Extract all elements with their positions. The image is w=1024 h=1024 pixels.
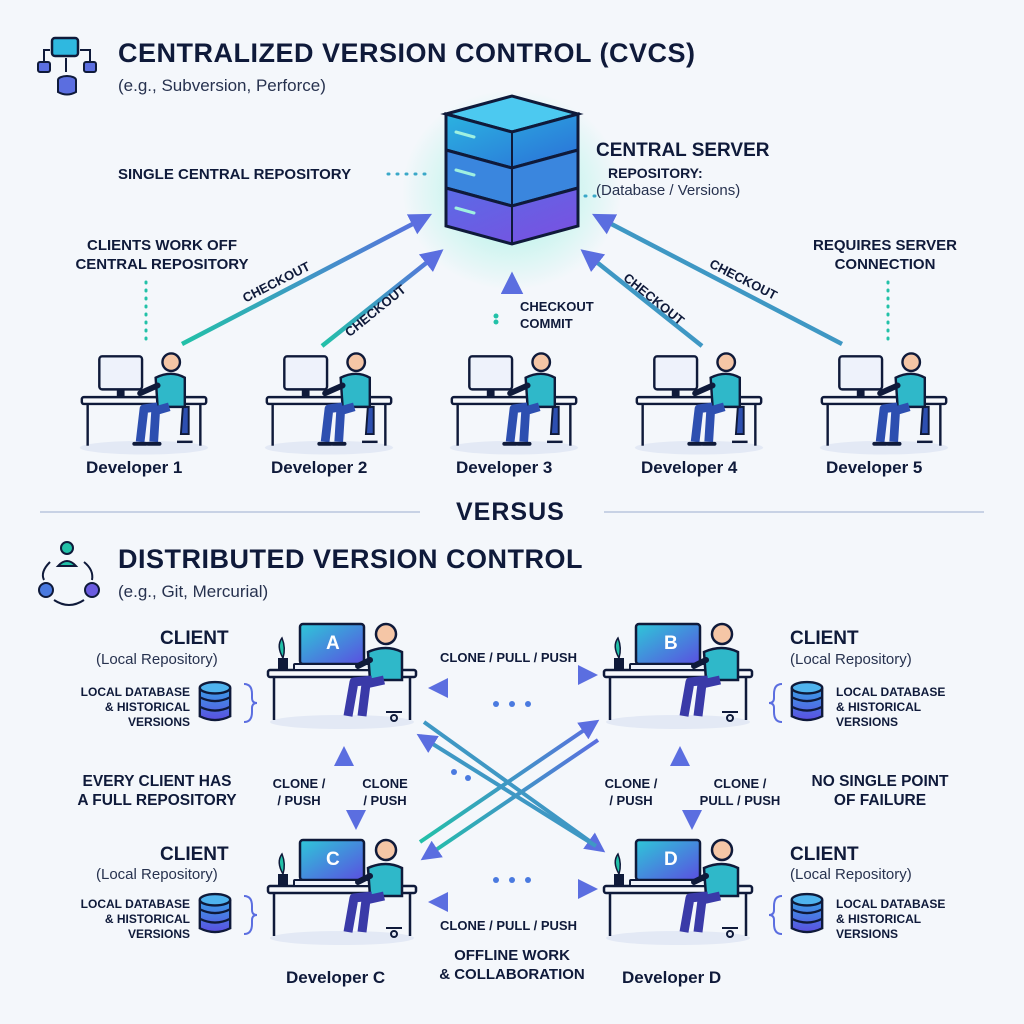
no-single-line-2: OF FAILURE	[833, 792, 927, 809]
database-icon	[198, 680, 232, 722]
push-line: / PUSH	[277, 793, 321, 808]
cvcs-subtitle: (e.g., Subversion, Perforce)	[118, 76, 326, 95]
clone-line: CLONE /	[713, 776, 767, 791]
db-line-3: VERSIONS	[836, 927, 899, 941]
client-b-subtitle: (Local Repository)	[790, 651, 912, 668]
push-line: / PUSH	[363, 793, 407, 808]
single-central-repository-label: SINGLE CENTRAL REPOSITORY	[118, 166, 352, 183]
checkout-commit-label: CHECKOUT COMMIT	[520, 298, 594, 332]
client-c-db-label: LOCAL DATABASE & HISTORICAL VERSIONS	[62, 897, 190, 942]
screen-letter-a: A	[326, 633, 340, 654]
screen-letter-c: C	[326, 849, 340, 870]
db-line-3: VERSIONS	[127, 927, 190, 941]
offline-line-2: & COLLABORATION	[439, 966, 585, 983]
client-a-subtitle: (Local Repository)	[96, 651, 218, 668]
screen-letter-d: D	[664, 849, 678, 870]
developer-4-workstation	[635, 353, 763, 454]
db-line-1: LOCAL DATABASE	[836, 897, 946, 911]
client-d-title: CLIENT	[790, 844, 859, 865]
dvcs-cycle-icon	[38, 541, 100, 606]
every-client-line-2: A FULL REPOSITORY	[77, 792, 237, 809]
developer-1-workstation	[80, 353, 208, 454]
offline-line-1: OFFLINE WORK	[454, 947, 570, 964]
developer-c-label: Developer C	[286, 968, 386, 987]
clients-work-label: CLIENTS WORK OFF CENTRAL REPOSITORY	[56, 236, 268, 274]
client-a-workstation	[268, 624, 416, 729]
developer-5-label: Developer 5	[826, 458, 923, 477]
clone-pull-push-label-top: CLONE / PULL / PUSH	[440, 650, 577, 665]
client-d-subtitle: (Local Repository)	[790, 866, 912, 883]
client-b-db-label: LOCAL DATABASE & HISTORICAL VERSIONS	[836, 685, 945, 730]
clients-work-line-1: CLIENTS WORK OFF	[87, 237, 237, 254]
db-line-2: & HISTORICAL	[836, 912, 922, 926]
developer-5-workstation	[820, 353, 948, 454]
client-d-workstation	[604, 840, 752, 945]
developer-4-label: Developer 4	[641, 458, 738, 477]
every-client-line-1: EVERY CLIENT HAS	[82, 773, 232, 790]
db-line-2: & HISTORICAL	[104, 912, 190, 926]
server-database-label: (Database / Versions)	[596, 182, 741, 199]
requires-server-line-2: CONNECTION	[834, 256, 936, 273]
client-b-workstation	[604, 624, 752, 729]
no-single-line-1: NO SINGLE POINT	[811, 773, 949, 790]
client-c-workstation	[268, 840, 416, 945]
developer-2-label: Developer 2	[271, 458, 368, 477]
requires-server-label: REQUIRES SERVER CONNECTION	[784, 236, 986, 274]
developer-1-label: Developer 1	[86, 458, 183, 477]
clients-work-line-2: CENTRAL REPOSITORY	[75, 256, 249, 273]
clone-pull-push-label-bottom: CLONE / PULL / PUSH	[440, 918, 577, 933]
dvcs-title: DISTRIBUTED VERSION CONTROL	[118, 544, 584, 574]
cvcs-title: CENTRALIZED VERSION CONTROL (CVCS)	[118, 38, 696, 68]
offline-work-label: OFFLINE WORK & COLLABORATION	[426, 946, 598, 984]
db-line-1: LOCAL DATABASE	[836, 685, 946, 699]
db-line-3: VERSIONS	[836, 715, 899, 729]
clone-line: CLONE /	[604, 776, 658, 791]
client-a-db-label: LOCAL DATABASE & HISTORICAL VERSIONS	[62, 685, 190, 730]
clone-push-right-label: CLONE / PUSH	[358, 775, 412, 809]
client-d-db-label: LOCAL DATABASE & HISTORICAL VERSIONS	[836, 897, 945, 942]
database-icon	[790, 892, 824, 934]
no-single-point-label: NO SINGLE POINT OF FAILURE	[790, 772, 970, 810]
clone-line: CLONE /	[272, 776, 326, 791]
developer-2-workstation	[265, 353, 393, 454]
database-icon	[198, 892, 232, 934]
client-b-title: CLIENT	[790, 628, 859, 649]
developer-d-label: Developer D	[622, 968, 722, 987]
db-line-1: LOCAL DATABASE	[80, 897, 190, 911]
dvcs-subtitle: (e.g., Git, Mercurial)	[118, 582, 269, 601]
checkout-commit-line-2: COMMIT	[520, 316, 573, 331]
checkout-arrows	[180, 213, 844, 348]
db-line-2: & HISTORICAL	[836, 700, 922, 714]
database-icon	[790, 680, 824, 722]
requires-server-line-1: REQUIRES SERVER	[813, 237, 957, 254]
every-client-label: EVERY CLIENT HAS A FULL REPOSITORY	[60, 772, 254, 810]
clone-push-b-label: CLONE / / PUSH	[600, 775, 662, 809]
cvcs-network-icon	[37, 36, 97, 96]
db-line-2: & HISTORICAL	[104, 700, 190, 714]
dvcs-sync-arrows	[334, 665, 702, 912]
developer-3-label: Developer 3	[456, 458, 553, 477]
screen-letter-b: B	[664, 633, 678, 654]
clone-line: CLONE	[362, 776, 408, 791]
server-repository-label: REPOSITORY:	[608, 165, 703, 181]
db-line-3: VERSIONS	[127, 715, 190, 729]
clone-pull-push-right-label: CLONE / PULL / PUSH	[694, 775, 786, 809]
central-server-icon	[440, 94, 584, 246]
developer-3-workstation	[450, 353, 578, 454]
db-line-1: LOCAL DATABASE	[80, 685, 190, 699]
central-server-title: CENTRAL SERVER	[596, 140, 770, 161]
versus-label: VERSUS	[456, 498, 565, 526]
checkout-commit-line-1: CHECKOUT	[520, 299, 594, 314]
client-c-title: CLIENT	[160, 844, 229, 865]
pull-push-line: PULL / PUSH	[699, 793, 781, 808]
clone-push-left-label: CLONE / / PUSH	[270, 775, 328, 809]
push-line: / PUSH	[609, 793, 653, 808]
client-c-subtitle: (Local Repository)	[96, 866, 218, 883]
client-a-title: CLIENT	[160, 628, 229, 649]
